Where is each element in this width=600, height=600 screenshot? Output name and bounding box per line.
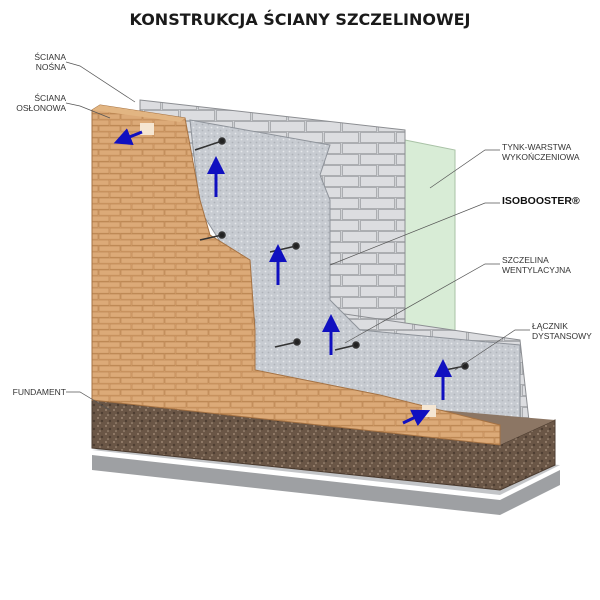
- label-line: ŁĄCZNIK: [532, 321, 568, 331]
- label-line: ŚCIANA: [34, 93, 66, 103]
- label-fundament: FUNDAMENT: [4, 387, 66, 397]
- vent-opening-bottom: [422, 405, 436, 417]
- label-line: ISOBOOSTER®: [502, 195, 580, 207]
- diagram-title: KONSTRUKCJA ŚCIANY SZCZELINOWEJ: [129, 10, 471, 29]
- label-sciana-nosna: ŚCIANA NOŚNA: [20, 52, 66, 72]
- label-line: OSŁONOWA: [16, 103, 66, 113]
- label-szczelina: SZCZELINA WENTYLACYJNA: [502, 255, 598, 275]
- facing-brick-wall: [91, 104, 501, 446]
- label-line: ŚCIANA: [34, 52, 66, 62]
- plaster-finishing-layer: [404, 139, 456, 341]
- label-tynk: TYNK-WARSTWA WYKOŃCZENIOWA: [502, 142, 598, 162]
- label-line: FUNDAMENT: [12, 387, 66, 397]
- label-line: SZCZELINA: [502, 255, 549, 265]
- leader-lines: [65, 61, 530, 411]
- label-line: DYSTANSOWY: [532, 331, 592, 341]
- label-isobooster: ISOBOOSTER®: [502, 195, 598, 207]
- vent-opening-top: [140, 123, 154, 135]
- label-line: TYNK-WARSTWA: [502, 142, 572, 152]
- ground-slab: [92, 455, 560, 515]
- label-line: NOŚNA: [35, 62, 66, 72]
- label-sciana-oslonowa: ŚCIANA OSŁONOWA: [8, 93, 66, 113]
- label-line: WENTYLACYJNA: [502, 265, 571, 275]
- label-line: WYKOŃCZENIOWA: [502, 152, 580, 162]
- label-lacznik: ŁĄCZNIK DYSTANSOWY: [532, 321, 598, 341]
- airflow-arrows: [113, 128, 452, 426]
